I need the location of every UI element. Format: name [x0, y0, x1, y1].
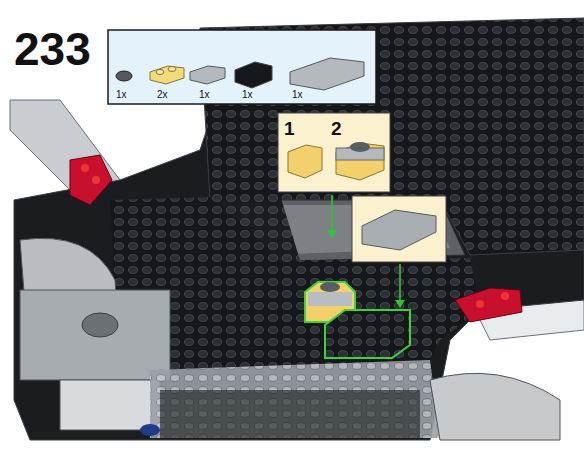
substep-number: 2	[331, 119, 342, 138]
part-count: 1x	[199, 90, 210, 100]
part-count: 1x	[292, 90, 303, 100]
part-count: 2x	[157, 90, 168, 100]
step-number: 233	[14, 26, 91, 72]
part-count: 1x	[116, 90, 127, 100]
substep-number: 1	[284, 119, 295, 138]
part-count: 1x	[242, 90, 253, 100]
